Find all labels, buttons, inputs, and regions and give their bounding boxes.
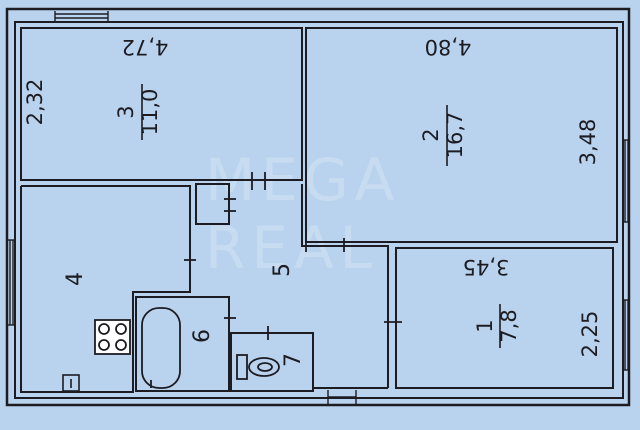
room-2-length: 3,48 [576,119,600,166]
windows [8,11,630,404]
room-3-outline [20,27,303,181]
hall-wall-right [301,184,389,388]
outer-wall-inner-line [14,21,624,399]
room-3: 4,72 2,32 3 11,0 [23,35,168,140]
room-3-width: 4,72 [122,35,169,59]
room-4-outline [20,185,191,393]
room-7-number: 7 [281,353,306,367]
stove-icon [94,319,131,355]
room-3-number: 3 [114,105,138,118]
room-1: 3,45 2,25 1 7,8 [463,255,602,357]
room-1-number: 1 [473,319,497,332]
room-6-outline [135,296,230,392]
window-right-room-2 [623,139,630,223]
window-top-room-3 [54,11,109,21]
entrance-door [327,390,357,404]
room-1-width: 3,45 [463,255,510,279]
room-walls [20,27,618,393]
room-1-length: 2,25 [578,311,602,358]
room-2: 4,80 3,48 2 16,7 [419,35,600,166]
outer-wall-outer-line [5,7,631,407]
window-left-room-4 [8,239,15,326]
bathtub-icon [141,307,181,389]
room-2-number: 2 [419,128,443,141]
toilet-icon [236,354,280,380]
room-6-number: 6 [190,329,215,343]
room-1-area: 7,8 [497,309,521,342]
room-1-outline [395,247,614,389]
sink-icon [62,374,80,392]
room-3-area: 11,0 [138,89,162,136]
window-right-room-1 [623,299,630,371]
outer-walls [5,7,631,407]
room-2-area: 16,7 [443,112,467,159]
room-5-number: 5 [270,263,295,277]
wardrobe-outline [195,183,230,225]
room-7-outline [230,332,314,392]
room-3-length: 2,32 [23,79,47,126]
room-2-width: 4,80 [425,35,472,59]
room-2-outline [305,27,618,243]
door-marks [184,172,402,340]
room-4-number: 4 [63,272,88,286]
